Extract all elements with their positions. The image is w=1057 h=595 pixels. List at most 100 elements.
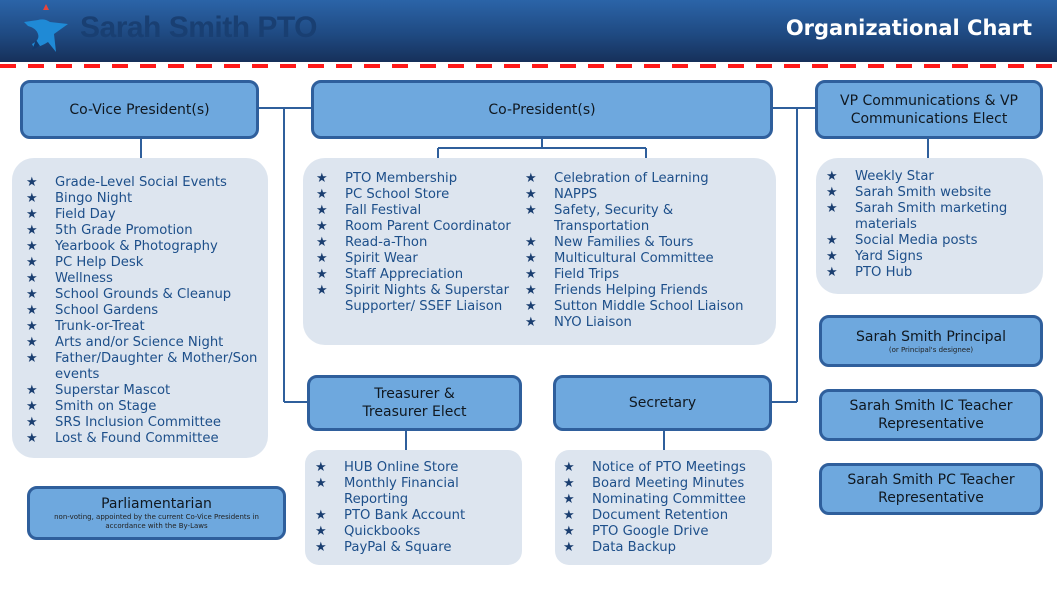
role-treasurer[interactable]: Treasurer & Treasurer Elect [307, 375, 522, 431]
duty-label: PTO Hub [855, 265, 913, 280]
duty-label: Room Parent Coordinator [345, 219, 511, 234]
star-icon: ★ [826, 265, 838, 280]
duty-label: Read-a-Thon [345, 235, 428, 250]
role-secretary[interactable]: Secretary [553, 375, 772, 431]
duty-item: ★Friends Helping Friends [525, 283, 765, 299]
duty-label: Quickbooks [344, 524, 421, 539]
duty-item: ★Smith on Stage [26, 399, 268, 415]
star-icon: ★ [26, 415, 38, 430]
duty-item: ★Document Retention [563, 508, 772, 524]
duty-label: Yard Signs [855, 249, 923, 264]
star-icon: ★ [26, 383, 38, 398]
duties-co-vice-president: ★Grade-Level Social Events★Bingo Night★F… [12, 158, 268, 458]
duty-label: NYO Liaison [554, 315, 632, 330]
role-ic-teacher[interactable]: Sarah Smith IC Teacher Representative [819, 389, 1043, 441]
duty-label: Spirit Wear [345, 251, 418, 266]
duty-label: Safety, Security & Transportation [554, 203, 674, 234]
duty-item: ★Room Parent Coordinator [316, 219, 521, 235]
duty-label: Grade-Level Social Events [55, 175, 227, 190]
star-icon: ★ [315, 540, 327, 555]
duty-item: ★ PTO Hub [826, 265, 1043, 281]
duty-item: ★School Grounds & Cleanup [26, 287, 268, 303]
duty-label: Field Day [55, 207, 116, 222]
duty-label: Father/Daughter & Mother/Son events [55, 351, 258, 382]
star-icon: ★ [26, 255, 38, 270]
duty-item: ★Field Day [26, 207, 268, 223]
star-icon: ★ [525, 283, 537, 298]
star-icon: ★ [26, 191, 38, 206]
duty-list: ★PTO Membership★PC School Store★Fall Fes… [316, 171, 521, 315]
duty-item: ★ NYO Liaison [525, 315, 765, 331]
role-title: Sarah Smith Principal [855, 328, 1006, 345]
duty-item: ★ NAPPS [525, 187, 765, 203]
star-icon: ★ [826, 169, 838, 184]
role-co-president[interactable]: Co-President(s) [311, 80, 773, 139]
duty-label: Notice of PTO Meetings [592, 460, 746, 475]
duty-list: ★HUB Online Store★Monthly Financial Repo… [315, 460, 505, 556]
duty-label: Fall Festival [345, 203, 422, 218]
duty-label: Bingo Night [55, 191, 133, 206]
duty-item: ★Superstar Mascot [26, 383, 268, 399]
star-icon: ★ [563, 460, 575, 475]
role-vp-communications[interactable]: VP Communications & VP Communications El… [815, 80, 1043, 139]
duty-label: Nominating Committee [592, 492, 746, 507]
duty-list: ★Notice of PTO Meetings★Board Meeting Mi… [563, 460, 772, 556]
role-pc-teacher[interactable]: Sarah Smith PC Teacher Representative [819, 463, 1043, 515]
duty-label: Field Trips [554, 267, 620, 282]
star-icon: ★ [826, 185, 838, 200]
star-icon: ★ [26, 399, 38, 414]
duty-item: ★ Spirit Wear [316, 251, 521, 267]
duty-item: ★Sarah Smith marketing materials [826, 201, 1043, 233]
role-title: Parliamentarian [101, 496, 212, 512]
star-icon: ★ [316, 187, 328, 202]
duty-list: ★Grade-Level Social Events★Bingo Night★F… [26, 175, 268, 447]
duty-label: School Grounds & Cleanup [55, 287, 232, 302]
duty-item: ★Sutton Middle School Liaison [525, 299, 765, 315]
duty-label: Weekly Star [855, 169, 934, 184]
star-icon: ★ [26, 431, 38, 446]
duty-item: ★Lost & Found Committee [26, 431, 268, 447]
duty-label: Sutton Middle School Liaison [554, 299, 744, 314]
star-icon: ★ [315, 460, 327, 475]
duty-label: NAPPS [554, 187, 598, 202]
role-parliamentarian[interactable]: Parliamentarian non-voting, appointed by… [27, 486, 286, 540]
duty-item: ★New Families & Tours [525, 235, 765, 251]
role-title: Co-President(s) [488, 101, 596, 118]
star-icon: ★ [26, 351, 38, 366]
star-icon: ★ [563, 508, 575, 523]
duty-label: Trunk-or-Treat [55, 319, 145, 334]
star-icon: ★ [26, 335, 38, 350]
star-icon: ★ [26, 303, 38, 318]
duty-item: ★ Notice of PTO Meetings [563, 460, 772, 476]
duty-label: Staff Appreciation [345, 267, 464, 282]
duty-label: Arts and/or Science Night [55, 335, 224, 350]
duty-item: ★5th Grade Promotion [26, 223, 268, 239]
duty-label: Celebration of Learning [554, 171, 709, 186]
duties-treasurer: ★HUB Online Store★Monthly Financial Repo… [305, 450, 522, 565]
star-icon: ★ [563, 524, 575, 539]
duty-label: Sarah Smith marketing materials [855, 201, 1008, 232]
duty-item: ★PTO Google Drive [563, 524, 772, 540]
role-principal[interactable]: Sarah Smith Principal (or Principal's de… [819, 315, 1043, 367]
star-icon: ★ [525, 187, 537, 202]
duty-label: 5th Grade Promotion [55, 223, 193, 238]
duty-label: Multicultural Committee [554, 251, 714, 266]
star-icon: ★ [316, 283, 328, 298]
duty-label: School Gardens [55, 303, 159, 318]
duty-label: PTO Membership [345, 171, 458, 186]
duty-item: ★ Weekly Star [826, 169, 1043, 185]
star-icon: ★ [525, 315, 537, 330]
star-icon: ★ [315, 476, 327, 491]
role-note: non-voting, appointed by the current Co-… [54, 513, 259, 530]
star-icon: ★ [563, 540, 575, 555]
star-icon: ★ [525, 203, 537, 218]
star-icon: ★ [26, 175, 38, 190]
star-icon: ★ [316, 251, 328, 266]
duty-item: ★ Celebration of Learning [525, 171, 765, 187]
role-co-vice-president[interactable]: Co-Vice President(s) [20, 80, 259, 139]
star-icon: ★ [525, 171, 537, 186]
duty-item: ★Quickbooks [315, 524, 505, 540]
duty-item: ★Spirit Nights & Superstar Supporter/ SS… [316, 283, 521, 315]
duty-item: ★ School Gardens [26, 303, 268, 319]
